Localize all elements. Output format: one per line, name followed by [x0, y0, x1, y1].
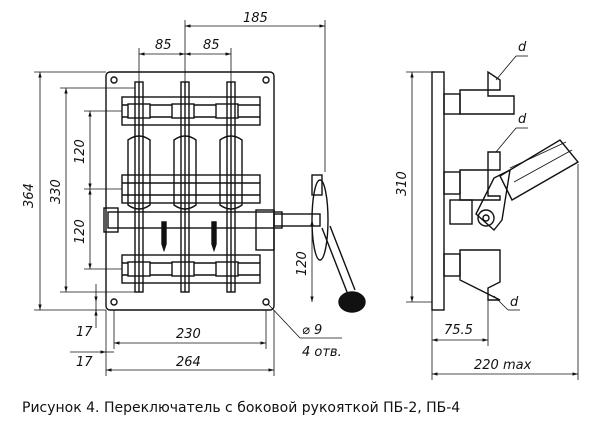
dim-bottom-offset: 17 [76, 325, 93, 340]
blade-hinge [477, 209, 495, 227]
side-post-upper [443, 93, 461, 115]
dim-pitch-right: 85 [203, 38, 220, 53]
side-dim-depth: 75.5 [444, 323, 473, 338]
side-view [406, 55, 580, 380]
fuse-marker [161, 221, 167, 253]
mount-hole [110, 298, 118, 306]
side-blade [475, 168, 511, 232]
side-pivot-block [449, 199, 473, 225]
front-dimensions [34, 20, 342, 376]
dim-hole-spacing: 230 [176, 327, 201, 342]
side-middle-contact [459, 151, 501, 201]
dim-spacing-lower: 120 [73, 219, 88, 244]
shaft-end-left [103, 207, 119, 233]
dim-overall-width: 185 [243, 11, 268, 26]
dim-spacing-upper: 120 [73, 139, 88, 164]
side-handle [311, 174, 366, 313]
dim-left-offset: 17 [76, 355, 93, 370]
side-dim-height: 310 [395, 171, 410, 196]
arc-chute [127, 135, 151, 210]
side-label-d1: d [518, 40, 527, 55]
side-lower-contact [459, 249, 501, 301]
side-dimensions [406, 71, 579, 380]
side-post-lower [443, 253, 461, 277]
mount-hole [262, 76, 270, 84]
operating-shaft [107, 211, 283, 229]
hole-count-label: 4 отв. [302, 345, 342, 360]
shaft-bearing [255, 209, 275, 251]
mount-hole [262, 298, 270, 306]
fuse-marker [211, 221, 217, 253]
blade-hinge-center [482, 214, 490, 222]
side-handle [499, 139, 580, 201]
hole-diameter-label: ⌀ 9 [302, 323, 322, 338]
side-dim-max-depth: 220 max [474, 358, 532, 373]
side-label-d3: d [510, 295, 519, 310]
mount-hole [110, 76, 118, 84]
arc-chute [173, 135, 197, 210]
dim-height-total: 364 [22, 183, 37, 208]
figure-caption: Рисунок 4. Переключатель с боковой рукоя… [22, 400, 460, 416]
dim-pitch-left: 85 [155, 38, 172, 53]
shaft-extension [273, 213, 321, 227]
dim-handle-height: 120 [295, 251, 310, 276]
side-label-d2: d [518, 112, 527, 127]
front-view [34, 20, 366, 376]
side-base-plate [431, 71, 445, 311]
dim-height-inner: 330 [49, 179, 64, 204]
dim-base-width: 264 [176, 355, 201, 370]
side-post-middle [443, 171, 461, 195]
arc-chute [219, 135, 243, 210]
side-upper-contact [459, 70, 515, 115]
base-plate [105, 71, 275, 311]
